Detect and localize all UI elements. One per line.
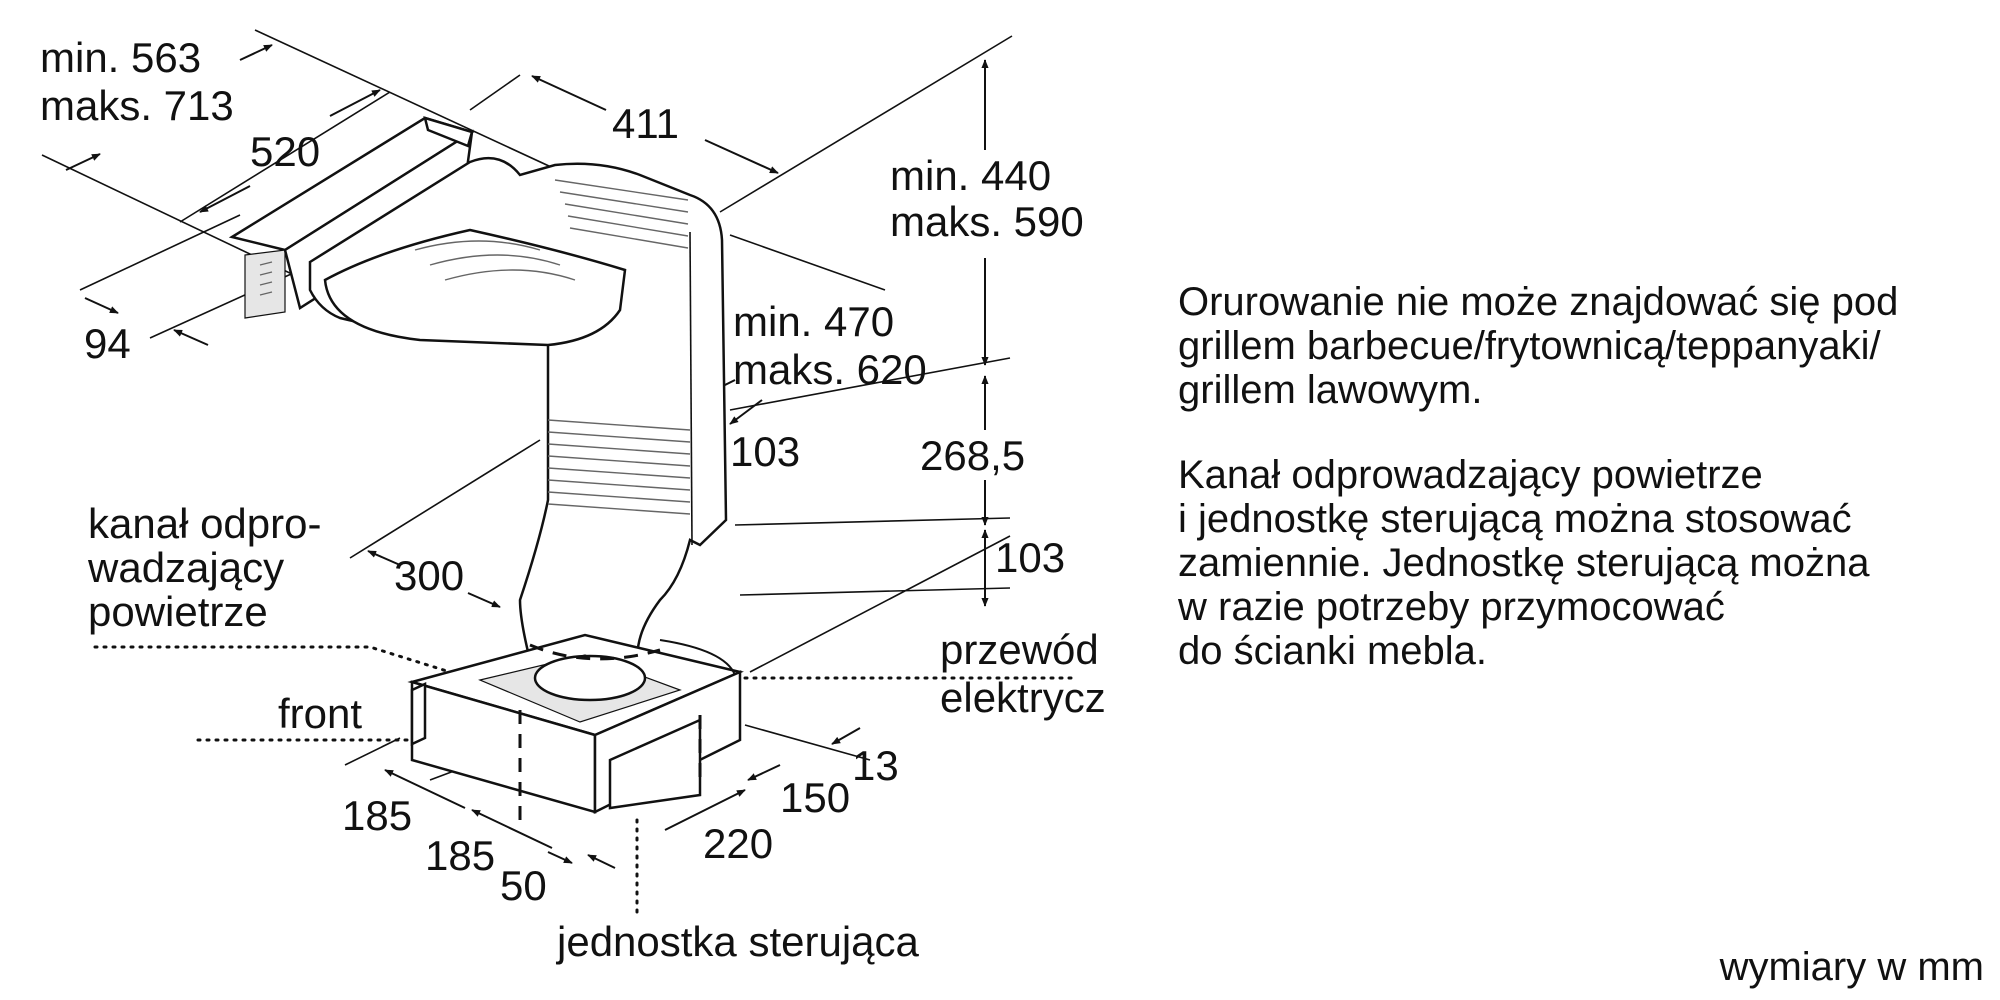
note2-line1: Kanał odprowadzający powietrze [1178,453,1763,497]
air-duct [308,156,728,674]
dim-103-b: 103 [995,534,1065,581]
note1-line3: grillem lawowym. [1178,368,1483,412]
note-kanal: Kanał odprowadzający powietrze i jednost… [1178,453,1978,673]
dim-185-b: 185 [425,832,495,879]
dim-50: 50 [500,862,547,909]
dim-maks-590: maks. 590 [890,198,1084,245]
control-unit [407,633,744,820]
dim-520: 520 [250,128,320,175]
note2-line2: i jednostkę sterującą można stosować [1178,497,1852,541]
label-kanal-line3: powietrze [88,588,268,635]
dim-185-a: 185 [342,792,412,839]
note2-line3: zamiennie. Jednostkę sterującą można [1178,541,1870,585]
dim-maks-620: maks. 620 [733,346,927,393]
dim-min-470: min. 470 [733,298,894,345]
dim-min-563: min. 563 [40,34,201,81]
note2-line4: w razie potrzeby przymocować [1178,585,1725,629]
dim-94: 94 [84,320,131,367]
label-przewod-line2: elektryczny [940,674,1105,721]
units-label: wymiary w mm [1719,945,1984,989]
label-jednostka: jednostka sterująca [555,918,920,965]
dim-268-5: 268,5 [920,432,1025,479]
installation-diagram: min. 563 maks. 713 520 411 min. 440 maks… [40,29,1105,965]
dim-min-440: min. 440 [890,152,1051,199]
dim-150: 150 [780,774,850,821]
note1-line2: grillem barbecue/frytownicą/teppanyaki/ [1178,324,1881,368]
dim-300: 300 [394,552,464,599]
note-orurowanie: Orurowanie nie może znajdować się pod gr… [1178,280,1978,412]
label-przewod-line1: przewód [940,626,1099,673]
callout-labels: kanał odpro- wadzający powietrze front p… [87,500,1105,965]
dim-220: 220 [703,820,773,867]
label-kanal-line1: kanał odpro- [88,500,321,547]
dimension-labels: min. 563 maks. 713 520 411 min. 440 maks… [40,34,1084,909]
dim-13: 13 [852,742,899,789]
dim-maks-713: maks. 713 [40,82,234,129]
dim-103-a: 103 [730,428,800,475]
label-front: front [278,690,362,737]
extension-lines [41,29,1013,781]
dim-411: 411 [612,100,679,147]
label-kanal-line2: wadzający [87,544,284,591]
note2-line5: do ścianki mebla. [1178,629,1488,673]
note1-line1: Orurowanie nie może znajdować się pod [1178,280,1899,324]
